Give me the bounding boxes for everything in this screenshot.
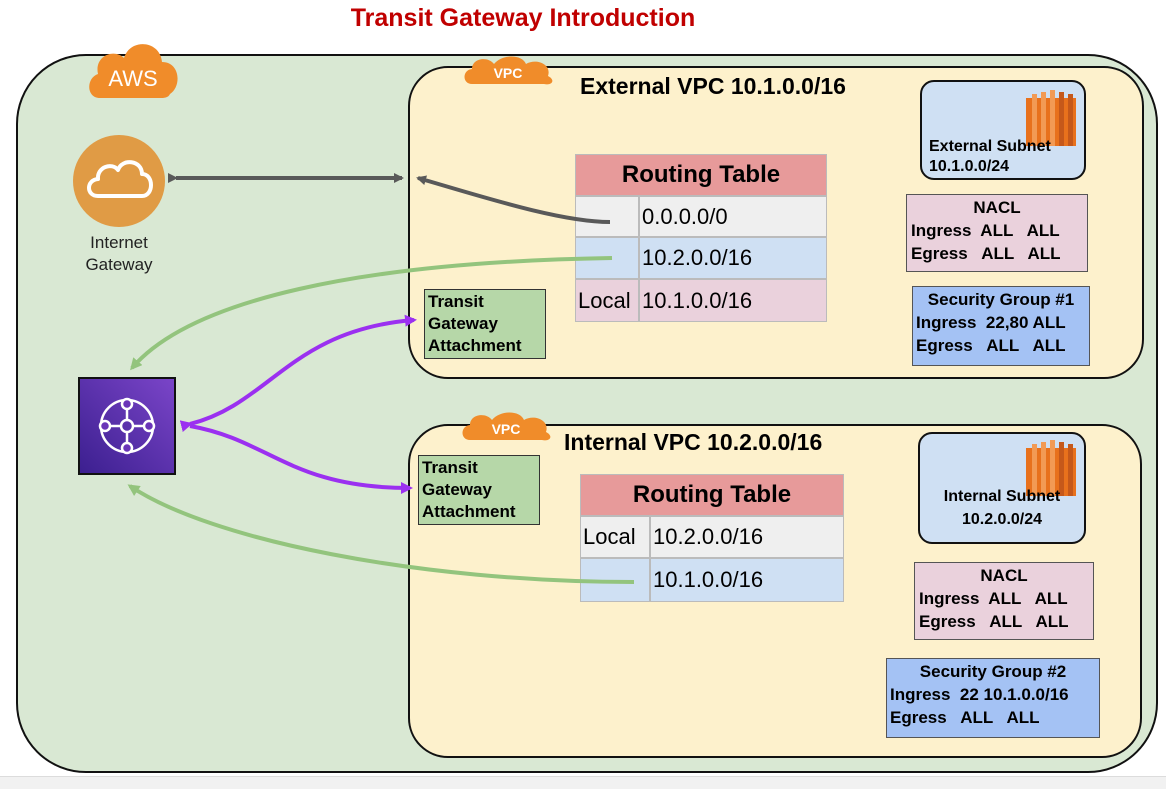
external-transit-gateway-attachment: Transit Gateway Attachment	[424, 289, 546, 359]
attachment-label-line: Transit	[422, 458, 478, 477]
security-group-egress-rule: Egress ALL ALL	[916, 335, 1066, 355]
routing-table-target: Local	[580, 516, 650, 558]
internal-transit-gateway-attachment: Transit Gateway Attachment	[418, 455, 540, 525]
tgw-external-attachment-arrow	[179, 314, 417, 433]
routing-table-destination: 10.2.0.0/16	[650, 516, 844, 558]
internal-routing-table: Routing Table Local 10.2.0.0/16 10.1.0.0…	[580, 474, 844, 602]
nacl-title: NACL	[980, 566, 1028, 585]
nacl-egress-rule: Egress ALL ALL	[919, 611, 1069, 631]
internal-route-to-tgw-arrow	[127, 484, 635, 584]
ec2-instance-icon	[1026, 90, 1076, 146]
routing-table-destination: 10.1.0.0/16	[650, 558, 844, 602]
vpc-cloud-icon: VPC	[464, 56, 553, 85]
vpc-badge-label: VPC	[494, 65, 523, 81]
routing-table-destination: 10.2.0.0/16	[639, 237, 827, 279]
attachment-label-line: Gateway	[422, 480, 492, 500]
external-vpc-title: External VPC 10.1.0.0/16	[580, 73, 846, 99]
internal-nacl: NACL Ingress ALL ALL Egress ALL ALL	[914, 562, 1094, 640]
attachment-label-line: Attachment	[422, 502, 516, 522]
internal-security-group: Security Group #2 Ingress 22 10.1.0.0/16…	[886, 658, 1100, 738]
security-group-egress-rule: Egress ALL ALL	[890, 707, 1040, 727]
diagram-title: Transit Gateway Introduction	[350, 4, 696, 32]
internet-gateway-label-line: Gateway	[85, 255, 153, 275]
internet-gateway-label: Internet Gateway	[64, 232, 174, 276]
security-group-title: Security Group #1	[927, 290, 1075, 309]
internet-gateway-icon	[73, 135, 165, 227]
routing-table-header: Routing Table	[575, 154, 827, 196]
external-subnet-cidr: 10.1.0.0/24	[929, 158, 1010, 175]
routing-table-destination: 0.0.0.0/0	[639, 196, 827, 237]
internal-subnet-name: Internal Subnet	[943, 488, 1061, 505]
attachment-label-line: Gateway	[428, 314, 498, 334]
routing-table-target: Local	[575, 279, 639, 322]
internal-vpc-title: Internal VPC 10.2.0.0/16	[564, 429, 823, 455]
default-route-arrow	[416, 175, 611, 224]
aws-badge-label: AWS	[108, 66, 157, 91]
ec2-instance-icon	[1026, 440, 1076, 496]
nacl-title: NACL	[973, 198, 1021, 217]
footer-bar	[0, 776, 1166, 789]
aws-cloud-icon: AWS	[89, 44, 178, 98]
routing-table-destination: 10.1.0.0/16	[639, 279, 827, 322]
external-route-to-tgw-arrow	[130, 256, 613, 371]
external-nacl: NACL Ingress ALL ALL Egress ALL ALL	[906, 194, 1088, 272]
attachment-label-line: Attachment	[428, 336, 522, 356]
external-routing-table: Routing Table 0.0.0.0/0 10.2.0.0/16 Loca…	[575, 154, 827, 322]
security-group-title: Security Group #2	[919, 662, 1067, 681]
security-group-ingress-rule: Ingress 22 10.1.0.0/16	[890, 684, 1069, 704]
nacl-egress-rule: Egress ALL ALL	[911, 243, 1061, 263]
nacl-ingress-rule: Ingress ALL ALL	[919, 588, 1068, 608]
internal-subnet-cidr: 10.2.0.0/24	[961, 511, 1043, 528]
external-security-group: Security Group #1 Ingress 22,80 ALL Egre…	[912, 286, 1090, 366]
nacl-ingress-rule: Ingress ALL ALL	[911, 220, 1060, 240]
vpc-badge-label: VPC	[492, 421, 521, 437]
external-subnet-name: External Subnet	[929, 138, 1051, 155]
tgw-internal-attachment-arrow	[189, 424, 413, 494]
routing-table-header: Routing Table	[580, 474, 844, 516]
attachment-label-line: Transit	[428, 292, 484, 311]
internet-gateway-label-line: Internet	[90, 233, 148, 252]
security-group-ingress-rule: Ingress 22,80 ALL	[916, 312, 1066, 332]
routing-table-target	[575, 196, 639, 237]
vpc-cloud-icon: VPC	[462, 412, 551, 441]
transit-gateway-icon	[78, 377, 176, 475]
